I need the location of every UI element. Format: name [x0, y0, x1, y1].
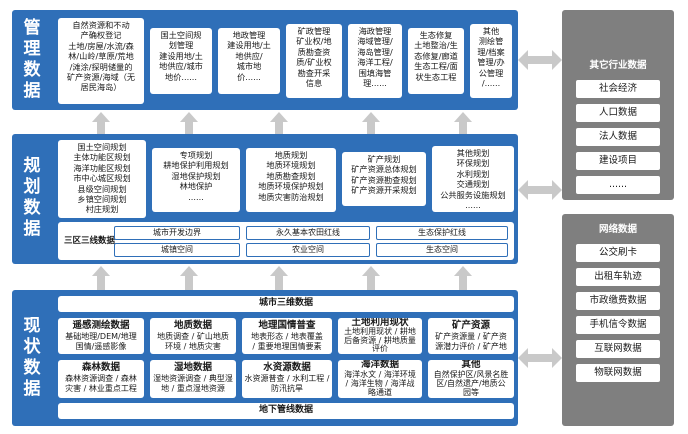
up-arrows-top [92, 112, 472, 134]
item-bus-card: 公交刷卡 [576, 244, 660, 262]
up-arrow-icon [270, 266, 288, 290]
cur-box-land-use: 土地利用现状 土地利用现状 / 耕地 后备资源 / 耕地质量 评价 [338, 318, 422, 354]
other-industry-title: 其它行业数据 [589, 60, 647, 71]
planning-data-title: 规划数据 [23, 156, 41, 239]
up-arrow-icon [92, 266, 110, 290]
item-more: ...... [576, 176, 660, 194]
mgmt-box-land-admin: 地政管理 建设用地/土 地供应/ 城市地 价...... [218, 28, 280, 94]
cur-box-remote-sensing: 遥感测绘数据 基础地理/DEM/地理 国情/遥感影像 [58, 318, 144, 354]
plan-box-mineral: 矿产规划 矿产资源总体规划 矿产资源勘查规划 矿产资源开采规划 [342, 152, 426, 206]
network-data-title: 网络数据 [598, 224, 637, 235]
management-data-panel: 管理数据 自然资源和不动 产确权登记 土地/房屋/水流/森 林/山岭/草原/荒地… [12, 10, 518, 110]
up-arrow-icon [362, 112, 380, 134]
cur-box-national-survey: 地理国情普查 地表形态 / 地表覆盖 / 重要地理国情要素 [242, 318, 332, 354]
mgmt-box-other: 其他 测绘管 理/档案 管理/办 公管理 /...... [470, 24, 512, 98]
double-arrow-current [518, 348, 562, 368]
item-socio-economic: 社会经济 [576, 80, 660, 98]
three-zones-container: 三区三线数据 城市开发边界 永久基本农田红线 生态保护红线 城镇空间 农业空间 … [58, 222, 514, 260]
up-arrow-icon [180, 112, 198, 134]
item-iot: 物联网数据 [576, 364, 660, 382]
item-population: 人口数据 [576, 104, 660, 122]
double-arrow-icon [518, 50, 562, 70]
chip-urban-boundary: 城市开发边界 [114, 226, 240, 240]
item-construction-project: 建设项目 [576, 152, 660, 170]
item-legal-entity: 法人数据 [576, 128, 660, 146]
plan-box-special: 专项规划 耕地保护利用规划 湿地保护规划 林地保护 ...... [152, 148, 240, 212]
cur-box-wetland: 湿地数据 湿地资源调查 / 典型湿 地 / 重点湿地资源 [150, 360, 236, 398]
mgmt-box-registration: 自然资源和不动 产确权登记 土地/房屋/水流/森 林/山岭/草原/荒地 /滩涂/… [58, 18, 144, 104]
other-industry-panel: 其它行业数据 社会经济 人口数据 法人数据 建设项目 ...... [562, 10, 674, 200]
cur-box-geology: 地质数据 地质调查 / 矿山地质 环境 / 地质灾害 [150, 318, 236, 354]
plan-box-spatial: 国土空间规划 主体功能区规划 海洋功能区规划 市中心城区规划 县级空间规划 乡镇… [58, 140, 146, 218]
mgmt-box-ocean-admin: 海政管理 海域管理/ 海岛管理/ 海洋工程/ 围填海管 理...... [348, 24, 402, 98]
chip-agri-space: 农业空间 [246, 243, 370, 257]
item-taxi-track: 出租车轨迹 [576, 268, 660, 286]
up-arrow-icon [362, 266, 380, 290]
item-internet: 互联网数据 [576, 340, 660, 358]
item-mobile-signal: 手机信令数据 [576, 316, 660, 334]
cur-box-water: 水资源数据 水资源普查 / 水利工程 / 防汛抗旱 [242, 360, 332, 398]
mgmt-box-mining-admin: 矿政管理 矿业权/地 质勘查资 质/矿业权 勘查开采 信息 [286, 24, 342, 98]
chip-urban-space: 城镇空间 [114, 243, 240, 257]
up-arrows-bottom [92, 266, 472, 290]
double-arrow-icon [518, 348, 562, 368]
mgmt-box-spatial-planning: 国土空间规 划管理 建设用地/土 地供应/城市 地价...... [150, 28, 212, 94]
cur-box-other: 其他 自然保护区/风景名胜 区/自然遗产/地质公 园等 [428, 360, 514, 398]
mgmt-box-eco-restoration: 生态修复 土地整治/生 态修复/廊道 生态工程/面 状生态工程 [408, 28, 464, 94]
up-arrow-icon [454, 112, 472, 134]
up-arrow-icon [270, 112, 288, 134]
chip-farmland-redline: 永久基本农田红线 [246, 226, 370, 240]
plan-box-other: 其他规划 环保规划 水利规划 交通规划 公共服务设施规划 ...... [432, 146, 514, 212]
cur-box-mineral: 矿产资源 矿产资源量 / 矿产资 源潜力评价 / 矿产地 [428, 318, 514, 354]
up-arrow-icon [454, 266, 472, 290]
three-zones-label: 三区三线数据 [64, 236, 116, 246]
network-data-panel: 网络数据 公交刷卡 出租车轨迹 市政缴费数据 手机信令数据 互联网数据 物联网数… [562, 214, 674, 426]
double-arrow-planning [518, 180, 562, 200]
chip-eco-redline: 生态保护红线 [376, 226, 508, 240]
city-3d-data-bar: 城市三维数据 [58, 296, 514, 312]
up-arrow-icon [92, 112, 110, 134]
up-arrow-icon [180, 266, 198, 290]
double-arrow-icon [518, 180, 562, 200]
underground-pipeline-bar: 地下管线数据 [58, 403, 514, 419]
cur-box-ocean: 海洋数据 海洋水文 / 海洋环境 / 海洋生物 / 海洋战 略通道 [338, 360, 422, 398]
planning-data-panel: 规划数据 国土空间规划 主体功能区规划 海洋功能区规划 市中心城区规划 县级空间… [12, 134, 518, 264]
cur-box-forest: 森林数据 森林资源调查 / 森林 灾害 / 林业重点工程 [58, 360, 144, 398]
current-data-panel: 现状数据 城市三维数据 遥感测绘数据 基础地理/DEM/地理 国情/遥感影像 地… [12, 290, 518, 426]
item-utility-payment: 市政缴费数据 [576, 292, 660, 310]
chip-eco-space: 生态空间 [376, 243, 508, 257]
plan-box-geology: 地质规划 地质环境规划 地质勘查规划 地质环境保护规划 地质灾害防治规划 [246, 148, 336, 212]
management-data-title: 管理数据 [23, 18, 41, 101]
current-data-title: 现状数据 [23, 316, 41, 399]
double-arrow-management [518, 50, 562, 70]
